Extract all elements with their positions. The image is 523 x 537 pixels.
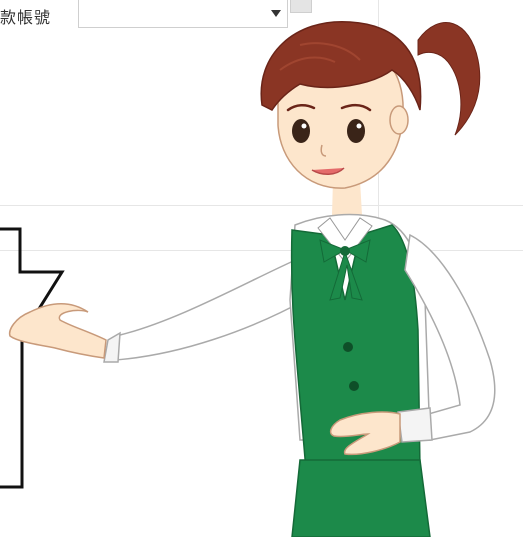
vest-button [349,381,359,391]
chevron-down-icon[interactable] [271,10,281,17]
divider [0,250,523,251]
extended-arm-sleeve [114,256,306,361]
mouth [311,167,345,175]
bow-tails [329,250,363,301]
eyebrow-left [286,104,316,112]
ponytail [417,22,481,136]
skirt [291,459,431,537]
account-label: 款帳號 [0,8,52,27]
divider [0,205,523,206]
bow-knot [340,246,350,256]
bow-tie [319,239,371,263]
account-select[interactable] [78,0,288,28]
extended-hand [8,303,107,359]
eye-highlight [301,123,307,129]
hair-strand [299,42,361,61]
bent-arm-cuff [397,407,433,443]
waist-hand [329,411,401,456]
bent-arm-sleeve [404,233,496,441]
eye-left [292,119,310,143]
hair-strand [279,56,336,71]
ear [389,105,409,135]
nose [320,144,327,157]
select-side-button[interactable] [290,0,312,13]
eye-right [347,119,365,143]
eyebrow-right [340,104,372,112]
eye-highlight [356,123,362,129]
vest-button [343,342,353,352]
extended-arm-cuff [103,331,121,363]
callout-outline [0,227,65,489]
